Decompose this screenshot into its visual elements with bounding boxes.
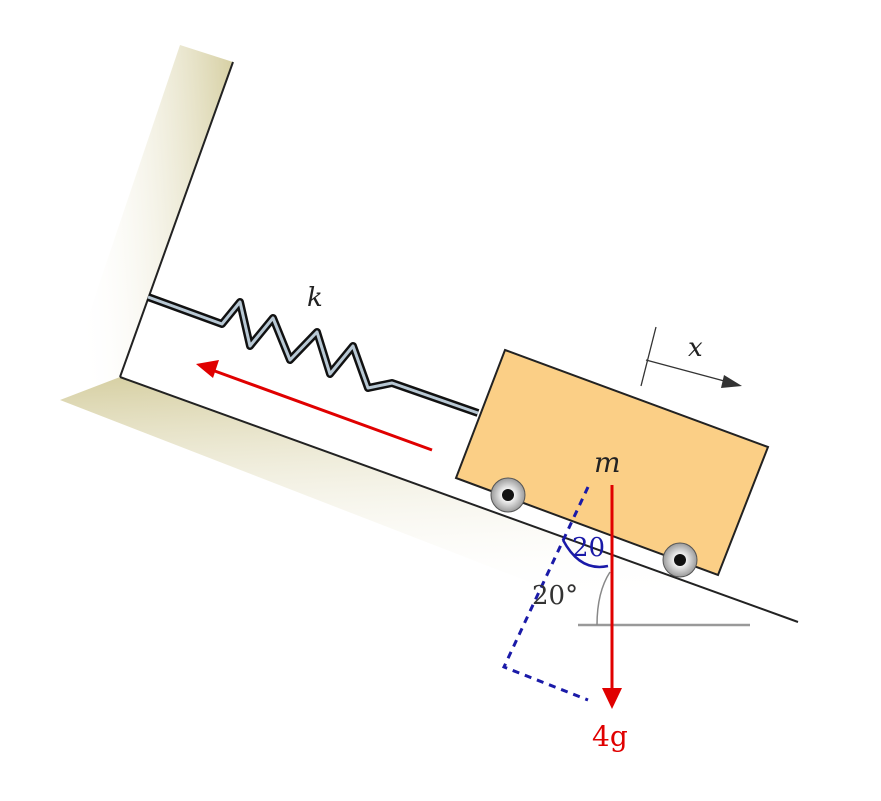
wall-line [119,61,234,378]
component-angle-arc [561,539,609,569]
spring-constant-label: k [307,283,323,313]
wheel-rear [662,542,698,578]
spring [146,293,480,417]
incline-surface [119,376,799,623]
gravity-force-arrowhead [602,688,622,709]
displacement-arrowhead [721,375,742,388]
mass-label: m [594,446,621,479]
spring-force-arrow [211,368,433,452]
incline-angle-label: 20° [532,581,578,611]
displacement-arrow [645,359,729,383]
wheel-front [490,477,526,513]
displacement-reference-tick [640,326,657,387]
displacement-label: x [688,333,703,363]
component-angle-label: 20 [572,533,605,563]
spring-force-arrowhead [196,360,219,378]
gravity-force-label: 4g [592,720,628,753]
wall-shading [60,45,233,400]
mass-block [454,348,770,577]
incline-angle-arc [596,571,611,626]
component-construction-lines [501,486,590,702]
